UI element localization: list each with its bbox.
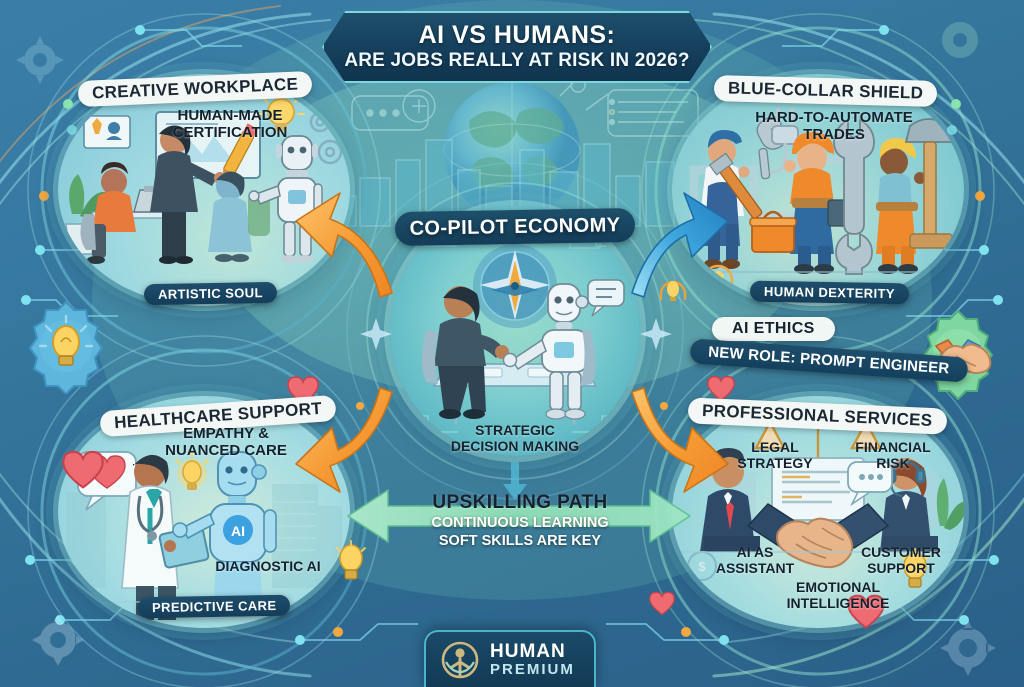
lightbulb-icon bbox=[257, 89, 305, 131]
compass-icon bbox=[473, 244, 557, 328]
lightbulb-badge-icon bbox=[659, 280, 687, 301]
svg-text:$: $ bbox=[698, 559, 706, 574]
blue-collar-scene bbox=[682, 108, 954, 296]
creative-sub-line2: CERTIFICATION bbox=[172, 123, 288, 141]
sparkle-left bbox=[360, 318, 392, 350]
upskilling-line1: CONTINUOUS LEARNING bbox=[431, 515, 609, 531]
center-footer-text: STRATEGIC DECISION MAKING bbox=[400, 422, 630, 454]
title-main: AI VS HUMANS: bbox=[418, 20, 616, 49]
brand-name-line1: HUMAN bbox=[490, 641, 566, 663]
healthcare-sub-line1: EMPATHY & bbox=[183, 425, 269, 442]
customer-support-label: CUSTOMER SUPPORT bbox=[861, 544, 941, 576]
bluecollar-sub-line1: HARD-TO-AUTOMATE bbox=[755, 109, 913, 126]
plant-icon bbox=[936, 478, 964, 530]
ai-ethics-heading: AI ETHICS bbox=[712, 317, 835, 341]
plug-icon bbox=[769, 108, 799, 174]
toolbox-icon bbox=[749, 210, 797, 253]
heart-icon bbox=[649, 591, 675, 616]
emotional-intelligence-label: EMOTIONAL INTELLIGENCE bbox=[786, 579, 890, 611]
ai-robot-figure: AI bbox=[172, 451, 277, 598]
worker-builder bbox=[876, 138, 926, 274]
sparkle-right bbox=[640, 318, 672, 350]
hammer-icon bbox=[904, 118, 954, 249]
title-banner: AI VS HUMANS: ARE JOBS REALLY AT RISK IN… bbox=[322, 11, 712, 83]
handshake-icon bbox=[746, 502, 890, 569]
ai-as-assistant-label: AI AS ASSISTANT bbox=[715, 544, 795, 576]
healthcare-subtext: EMPATHY & NUANCED CARE bbox=[126, 425, 326, 460]
big-wrench-icon bbox=[833, 118, 875, 275]
customer-support-figure bbox=[880, 458, 938, 552]
svg-text:AI: AI bbox=[231, 523, 245, 539]
creative-sub-line1: HUMAN-MADE bbox=[177, 107, 283, 124]
healthcare-footer: PREDICTIVE CARE bbox=[137, 594, 291, 619]
title-sub: ARE JOBS REALLY AT RISK IN 2026? bbox=[344, 50, 690, 72]
doctor-figure bbox=[121, 454, 210, 620]
upskilling-heading: UPSKILLING PATH bbox=[432, 492, 608, 513]
robot-figure bbox=[502, 283, 596, 420]
creative-workplace-footer: ARTISTIC SOUL bbox=[143, 281, 278, 306]
creative-workplace-subtext: HUMAN-MADE CERTIFICATION bbox=[140, 107, 320, 142]
financial-risk-label: FINANCIAL RISK bbox=[855, 439, 931, 471]
chat-bubble-icon bbox=[587, 279, 625, 317]
lightbulb-badge-icon bbox=[702, 264, 734, 296]
healthcare-diagnostic-label: DIAGNOSTIC AI bbox=[215, 558, 321, 574]
blue-collar-subtext: HARD-TO-AUTOMATE TRADES bbox=[744, 109, 924, 144]
heart-icon bbox=[62, 450, 104, 489]
center-footer-line2: DECISION MAKING bbox=[450, 438, 580, 455]
upskilling-band: UPSKILLING PATH CONTINUOUS LEARNING SOFT… bbox=[360, 492, 680, 550]
center-heading: CO-PILOT ECONOMY bbox=[409, 214, 621, 240]
blue-collar-footer: HUMAN DEXTERITY bbox=[749, 280, 910, 305]
creative-workplace-scene bbox=[65, 89, 343, 278]
lightbulb-icon bbox=[175, 451, 209, 490]
chat-bubble-icon bbox=[847, 461, 893, 507]
center-footer-line1: STRATEGIC bbox=[475, 422, 555, 438]
bluecollar-sub-line2: TRADES bbox=[803, 125, 865, 143]
person-in-circle-icon bbox=[441, 641, 479, 678]
footer-brand-logo[interactable]: HUMAN PREMIUM bbox=[424, 630, 596, 687]
healthcare-scene: AI bbox=[66, 451, 342, 620]
brand-name-line2: PREMIUM bbox=[490, 660, 575, 678]
upskilling-line2: SOFT SKILLS ARE KEY bbox=[438, 533, 602, 550]
human-figure bbox=[422, 286, 509, 419]
gear-icon bbox=[309, 111, 343, 165]
healthcare-sub-line2: NUANCED CARE bbox=[165, 441, 287, 459]
legal-strategy-label: LEGAL STRATEGY bbox=[737, 439, 813, 471]
lightbulb-in-gear-icon bbox=[28, 300, 104, 394]
center-copilot-economy[interactable] bbox=[390, 206, 640, 456]
